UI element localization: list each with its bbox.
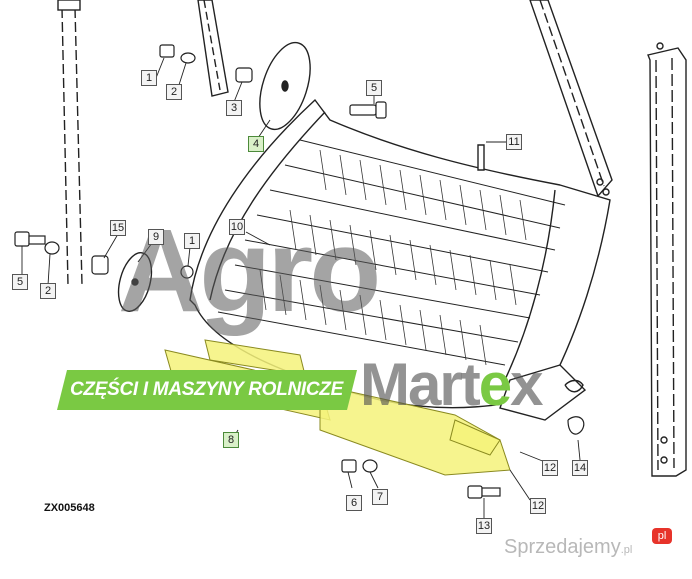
diagram-code: ZX005648 — [44, 502, 95, 514]
site-badge: pl — [652, 528, 672, 544]
callout-12: 12 — [542, 460, 558, 476]
callout-8: 8 — [223, 432, 239, 448]
leader-lines — [21, 57, 581, 518]
hardware — [14, 44, 585, 499]
watermark-martex: Martex — [360, 355, 543, 415]
callout-11: 11 — [506, 134, 522, 150]
callout-14: 14 — [572, 460, 588, 476]
callout-7: 7 — [372, 489, 388, 505]
callout-4: 4 — [248, 136, 264, 152]
callout-5: 5 — [366, 80, 382, 96]
callout-13: 13 — [476, 518, 492, 534]
watermark-martex-e: e — [478, 351, 512, 418]
part-8-segment — [449, 419, 501, 456]
site-tld: .pl — [620, 544, 633, 556]
callout-5: 5 — [12, 274, 28, 290]
watermark-martex-post: x — [510, 351, 543, 418]
callout-6: 6 — [346, 495, 362, 511]
watermark-banner-text: CZĘŚCI I MASZYNY ROLNICZE — [70, 379, 343, 400]
callout-1: 1 — [141, 70, 157, 86]
callout-12: 12 — [530, 498, 546, 514]
watermark-martex-pre: Mart — [360, 351, 481, 418]
right-frame — [647, 42, 687, 477]
callout-10: 10 — [229, 219, 245, 235]
callout-2: 2 — [166, 84, 182, 100]
callout-3: 3 — [226, 100, 242, 116]
site-name: Sprzedajemy — [504, 536, 621, 558]
upper-arm — [529, 0, 613, 198]
left-frame — [61, 7, 83, 286]
concave-grate — [189, 98, 611, 421]
callout-15: 15 — [110, 220, 126, 236]
callout-2: 2 — [40, 283, 56, 299]
callout-9: 9 — [148, 229, 164, 245]
callout-1: 1 — [184, 233, 200, 249]
site-watermark: Sprzedajemy.pl — [504, 536, 632, 559]
